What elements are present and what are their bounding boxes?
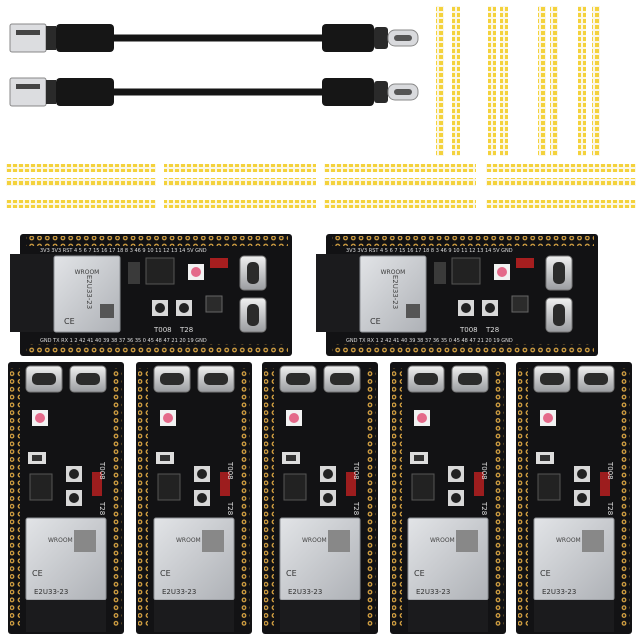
dev-board-vertical-2 [136, 362, 252, 634]
usb-cable-1 [9, 23, 419, 53]
dev-board-horizontal-1 [10, 234, 292, 356]
pin-headers-horizontal [6, 164, 636, 208]
dev-board-vertical-1 [8, 362, 124, 634]
pin-headers-vertical [436, 6, 600, 156]
usb-cable-2 [9, 77, 419, 107]
dev-board-vertical-5 [516, 362, 632, 634]
dev-board-vertical-3 [262, 362, 378, 634]
dev-board-vertical-4 [390, 362, 506, 634]
dev-board-horizontal-2 [316, 234, 598, 356]
